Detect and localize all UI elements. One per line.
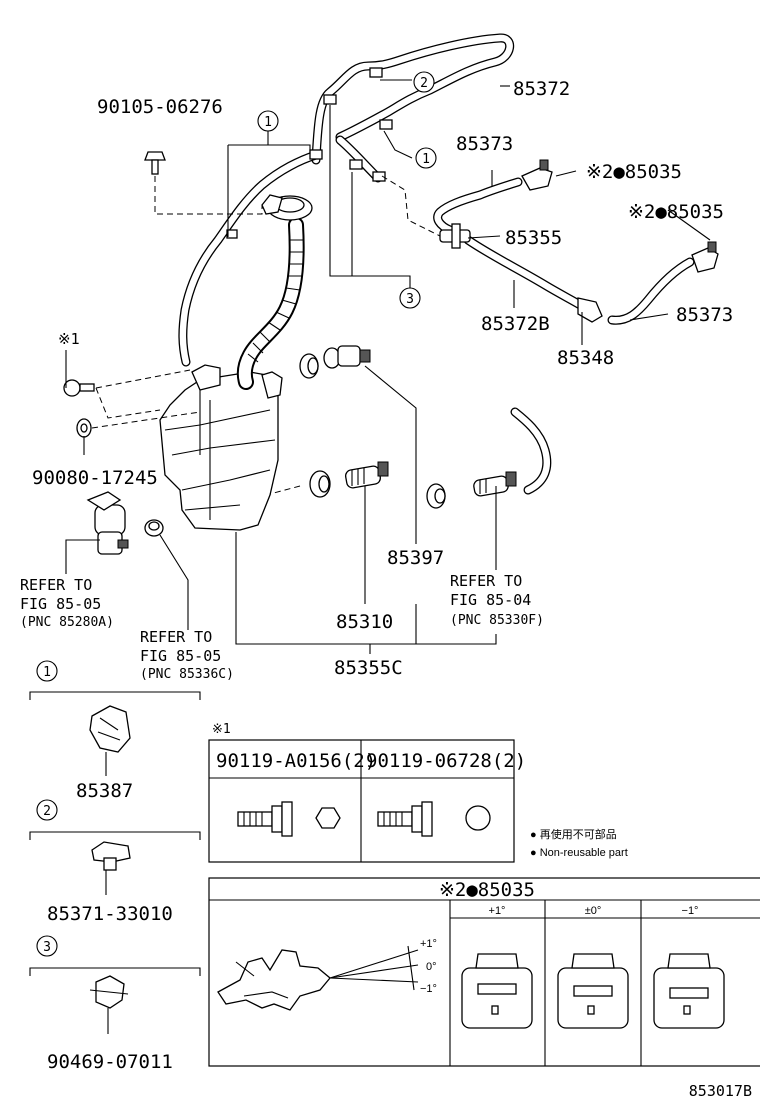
svg-text:※2●85035: ※2●85035 [439,879,535,901]
hose-short-right [510,407,552,495]
legend-part-2: 2 85371-33010 [29,799,201,925]
svg-text:−1°: −1° [682,905,699,917]
svg-text:2: 2 [420,76,428,91]
joint-85355 [439,223,471,249]
refer-a-line3: (PNC 85280A) [20,615,114,630]
svg-text:90119-A0156(2): 90119-A0156(2) [216,750,376,772]
legend-part-3: 3 90469-07011 [29,935,201,1073]
svg-text:+1°: +1° [489,905,506,917]
filler-neck [236,194,313,390]
refer-c-line3: (PNC 85330F) [450,613,544,628]
svg-text:3: 3 [406,292,414,307]
motor-85280A [86,491,129,555]
bolt-x1 [63,379,95,397]
bolt-table: ※1 90119-A0156(2) 90119-06728(2) [208,722,526,863]
refer-b-line1: REFER TO [140,628,212,646]
svg-text:85371-33010: 85371-33010 [47,903,173,925]
refer-b-line2: FIG 85-05 [140,647,221,665]
callout-1a: 1 [257,110,279,132]
grommet-mid [309,470,331,498]
label-85372B: 85372B [481,313,550,335]
callout-2: 2 [413,71,435,93]
label-90105-06276: 90105-06276 [97,96,223,118]
grommet-right [426,483,446,509]
svg-text:※1: ※1 [212,722,231,737]
non-reusable-note: ● 再使用不可部品 ● Non-reusable part [530,827,628,859]
label-85355: 85355 [505,227,562,249]
label-85397: 85397 [387,547,444,569]
label-90080-17245: 90080-17245 [32,467,158,489]
svg-text:3: 3 [43,940,51,955]
refer-c-line1: REFER TO [450,572,522,590]
svg-text:90119-06728(2): 90119-06728(2) [366,750,526,772]
nozzle-view-zero [557,953,629,1029]
nut-90080 [76,418,92,438]
nozzle-angle-table: ※2●85035 +1° ±0° −1° +1° 0° −1° [208,877,760,1067]
legend-part-1: 1 85387 [29,660,201,802]
hose-85372B [463,235,587,311]
nozzle-85035-right [691,241,719,273]
grommet-85336C [144,519,164,537]
pump-85330F [473,471,517,497]
washer-tank [159,364,283,531]
label-85310: 85310 [336,611,393,633]
svg-text:+1°: +1° [420,938,437,950]
hose-center-down [335,135,383,183]
svg-text:1: 1 [264,115,272,130]
refer-b-line3: (PNC 85336C) [140,667,234,682]
callout-3: 3 [399,287,421,309]
label-85373-right: 85373 [676,304,733,326]
refer-a-line1: REFER TO [20,576,92,594]
nozzle-view-minus [653,953,725,1029]
refer-c-line2: FIG 85-04 [450,591,531,609]
label-85373-top: 85373 [456,133,513,155]
dashed-leaders [91,175,441,495]
label-85372: 85372 [513,78,570,100]
plug-upper [323,345,371,369]
hose-85373-top [433,177,523,235]
bolt-90105 [144,151,166,175]
svg-text:90469-07011: 90469-07011 [47,1051,173,1073]
pump-85310 [344,461,389,489]
label-85355C: 85355C [334,657,403,679]
label-85348: 85348 [557,347,614,369]
nozzle-85035-top [521,159,553,191]
hose-clamps [226,67,393,239]
svg-text:● 再使用不可部品: ● 再使用不可部品 [530,827,617,841]
figure-id: 853017B [689,1082,752,1100]
svg-text:1: 1 [43,665,51,680]
svg-text:0°: 0° [426,961,437,973]
grommet-upper [299,353,319,379]
svg-text:−1°: −1° [420,983,437,995]
svg-text:● Non-reusable part: ● Non-reusable part [530,847,628,859]
nozzle-view-plus [461,953,533,1029]
callout-1b: 1 [415,147,437,169]
svg-text:±0°: ±0° [585,905,602,917]
leader-lines [65,79,711,654]
hose-left-long [178,150,321,367]
label-x1: ※1 [58,330,80,348]
svg-text:2: 2 [43,804,51,819]
svg-text:1: 1 [422,152,430,167]
svg-text:85387: 85387 [76,780,133,802]
hose-85373-right [607,257,695,325]
joint-85348 [577,297,603,323]
label-85035-b: ※2●85035 [628,201,724,223]
refer-a-line2: FIG 85-05 [20,595,101,613]
hose-85372 [311,33,514,165]
label-85035-a: ※2●85035 [586,161,682,183]
